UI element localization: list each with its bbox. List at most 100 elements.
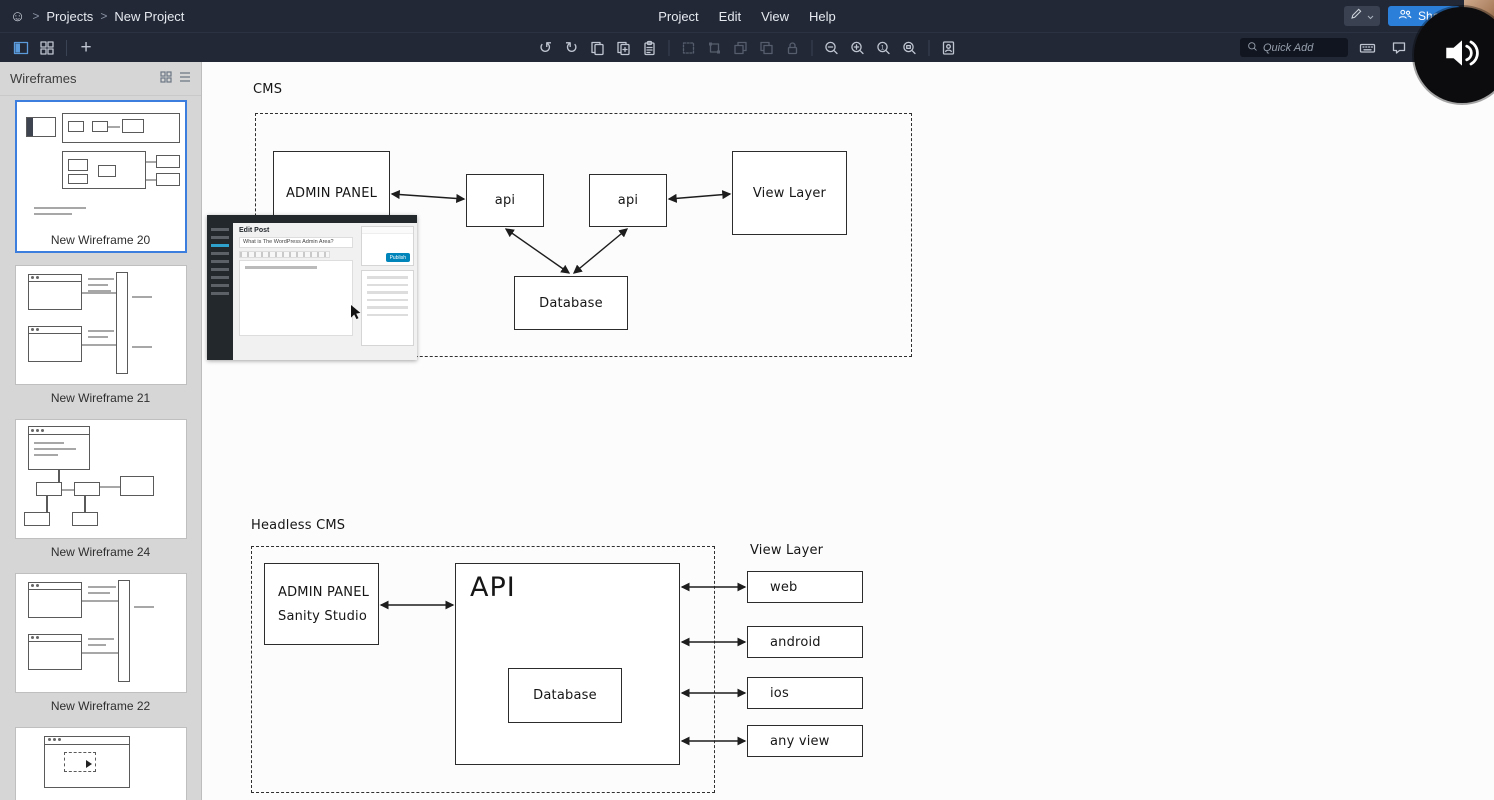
wireframe-card-24[interactable]: New Wireframe 24 [14, 419, 187, 561]
breadcrumb-projects[interactable]: Projects [46, 8, 94, 24]
toolbar-separator [928, 39, 930, 56]
present-icon[interactable] [936, 35, 962, 61]
headless-dashed-container[interactable] [251, 546, 715, 793]
audio-indicator-overlay[interactable] [1414, 7, 1494, 103]
add-wireframe-button[interactable]: + [80, 36, 92, 58]
wireframe-card-22[interactable]: New Wireframe 22 [14, 573, 187, 715]
zoom-out-icon[interactable] [819, 35, 845, 61]
menu-project[interactable]: Project [658, 8, 699, 24]
wp-editor-toolbar [239, 251, 331, 258]
view-ios-box[interactable]: ios [747, 677, 863, 709]
wireframes-panel-title: Wireframes [10, 71, 77, 86]
menu-view[interactable]: View [761, 8, 790, 24]
headless-group-label[interactable]: Headless CMS [251, 518, 346, 533]
copy-icon[interactable] [585, 35, 611, 61]
breadcrumb: ☺ > Projects > New Project [0, 8, 184, 25]
view-web-box[interactable]: web [747, 571, 863, 603]
quick-add-placeholder: Quick Add [1263, 41, 1314, 54]
clipboard-icon[interactable] [637, 35, 663, 61]
wordpress-screenshot-image[interactable]: Edit Post What is The WordPress Admin Ar… [207, 215, 417, 360]
mouse-cursor [350, 304, 365, 325]
cms-group-label[interactable]: CMS [253, 82, 283, 97]
headless-admin-panel-label: ADMIN PANEL [278, 584, 370, 600]
layout-view-icon[interactable] [8, 35, 34, 61]
redo-icon[interactable]: ↻ [564, 39, 579, 57]
wp-publish-button: Publish [385, 253, 410, 262]
view-ios-label: ios [770, 685, 789, 701]
people-icon [1398, 8, 1412, 24]
cms-api-left-box[interactable]: api [466, 174, 544, 227]
wp-admin-bar [207, 215, 417, 223]
cms-api-left-label: api [494, 193, 516, 208]
toolbar-separator [811, 39, 813, 56]
view-android-label: android [770, 634, 821, 650]
keyboard-shortcuts-icon[interactable] [1354, 35, 1380, 61]
view-layer-group-label[interactable]: View Layer [750, 543, 824, 558]
chevron-down-icon [1367, 7, 1374, 25]
cms-view-layer-label: View Layer [752, 185, 827, 201]
wireframe-card-label: New Wireframe 24 [50, 545, 151, 559]
wireframe-card-next[interactable] [14, 727, 187, 800]
wp-sidebar [207, 223, 233, 360]
wp-edit-post-heading: Edit Post [239, 227, 270, 234]
cms-view-layer-box[interactable]: View Layer [732, 151, 847, 235]
thumbnail-preview [19, 107, 182, 227]
wireframe-card-label: New Wireframe 20 [50, 233, 151, 247]
cms-api-right-label: api [617, 193, 639, 208]
headless-sanity-studio-label: Sanity Studio [278, 608, 367, 624]
breadcrumb-current-project: New Project [114, 8, 185, 24]
wireframe-card-21[interactable]: New Wireframe 21 [14, 265, 187, 407]
headless-admin-panel-box[interactable]: ADMIN PANEL Sanity Studio [264, 563, 379, 645]
cms-database-box[interactable]: Database [514, 276, 628, 330]
headless-api-label: API [470, 572, 516, 603]
cms-api-right-box[interactable]: api [589, 174, 667, 227]
view-anyview-box[interactable]: any view [747, 725, 863, 757]
pencil-icon [1350, 7, 1363, 25]
view-anyview-label: any view [770, 733, 830, 749]
wp-editor-area: Edit Post What is The WordPress Admin Ar… [233, 223, 359, 360]
transform-icon[interactable] [702, 35, 728, 61]
edit-mode-button[interactable] [1343, 6, 1380, 26]
toolbar-separator [668, 39, 670, 56]
wireframe-card-label: New Wireframe 21 [50, 391, 151, 405]
thumbnail-preview [14, 727, 187, 800]
bring-front-icon[interactable] [728, 35, 754, 61]
zoom-fit-icon[interactable] [897, 35, 923, 61]
wp-editor-body [239, 260, 353, 336]
tool-bar: + ↺ ↻ 1 Quick Add [0, 32, 1494, 62]
thumbnail-grid-toggle-icon[interactable] [160, 70, 172, 88]
breadcrumb-separator: > [100, 9, 108, 23]
view-android-box[interactable]: android [747, 626, 863, 658]
wireframes-panel: Wireframes New Wireframe 20 [0, 62, 202, 800]
wireframe-card-20[interactable]: New Wireframe 20 [14, 100, 187, 253]
headless-database-label: Database [533, 688, 597, 703]
cms-database-label: Database [539, 295, 603, 311]
speaker-icon [1441, 32, 1483, 79]
list-view-toggle-icon[interactable] [179, 70, 191, 88]
group-icon[interactable] [676, 35, 702, 61]
menu-help[interactable]: Help [809, 8, 836, 24]
headless-database-box[interactable]: Database [508, 668, 622, 723]
send-back-icon[interactable] [754, 35, 780, 61]
view-web-label: web [770, 579, 798, 595]
undo-icon[interactable]: ↺ [538, 39, 553, 57]
thumbnail-preview [14, 265, 187, 385]
zoom-actual-icon[interactable]: 1 [871, 35, 897, 61]
menu-edit[interactable]: Edit [718, 8, 742, 24]
wp-publish-panel: Publish [361, 226, 414, 357]
app-logo-icon[interactable]: ☺ [10, 7, 26, 25]
duplicate-icon[interactable] [611, 35, 637, 61]
wireframe-card-label: New Wireframe 22 [50, 699, 151, 713]
thumbnail-preview [14, 573, 187, 693]
cms-admin-panel-label: ADMIN PANEL [285, 185, 378, 201]
zoom-in-icon[interactable] [845, 35, 871, 61]
lock-icon[interactable] [780, 35, 806, 61]
menu-bar: Project Edit View Help [658, 9, 836, 24]
design-canvas[interactable]: CMS ADMIN PANEL api api View Layer Datab… [202, 62, 1494, 800]
wireframes-panel-header: Wireframes [0, 62, 201, 96]
quick-add-input[interactable]: Quick Add [1240, 38, 1348, 57]
comments-icon[interactable] [1386, 35, 1412, 61]
headless-api-box[interactable]: API [455, 563, 680, 765]
breadcrumb-separator: > [32, 9, 40, 23]
grid-view-icon[interactable] [34, 35, 60, 61]
